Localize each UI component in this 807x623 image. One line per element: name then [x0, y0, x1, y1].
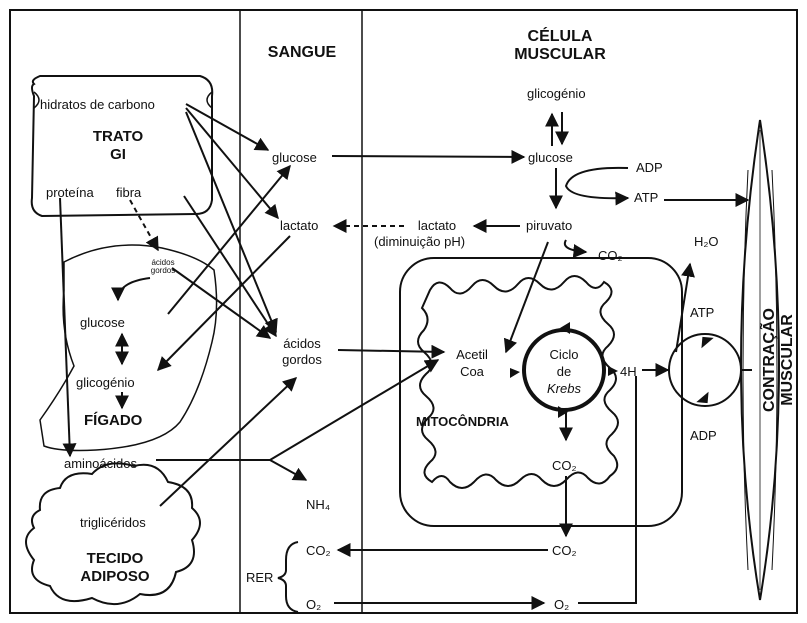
- krebs-label-line1: Ciclo: [534, 347, 594, 362]
- muscle-adp-label: ADP: [636, 160, 663, 175]
- hydrogen-4h-label: 4H: [620, 364, 637, 379]
- atp-cycle-label: ATP: [690, 305, 714, 320]
- muscle-h2o-label: H₂O: [694, 234, 719, 249]
- blood-o2-label: O₂: [306, 597, 321, 612]
- adipose-triglycerides-label: triglicéridos: [80, 515, 146, 530]
- blood-nh4-label: NH₄: [306, 497, 330, 512]
- gi-title-line2: GI: [78, 146, 158, 163]
- blood-rer-label: RER: [246, 570, 273, 585]
- blood-co2-label: CO₂: [306, 543, 331, 558]
- muscle-glucose-label: glucose: [528, 150, 573, 165]
- adp-cycle-label: ADP: [690, 428, 717, 443]
- muscle-lactate-label: lactato: [400, 218, 474, 233]
- gi-protein-label: proteína: [46, 185, 94, 200]
- mitochondria-co2-label: CO₂: [552, 458, 577, 473]
- contraction-label-line1: CONTRAÇÃO: [761, 300, 779, 420]
- muscle-header-line1: CÉLULA: [500, 28, 620, 46]
- muscle-o2-out-label: O₂: [554, 597, 569, 612]
- krebs-label-line2: de: [534, 364, 594, 379]
- muscle-glycogen-label: glicogénio: [527, 86, 586, 101]
- liver-title: FÍGADO: [84, 412, 142, 429]
- muscle-atp-label: ATP: [634, 190, 658, 205]
- acetyl-coa-line1: Acetil: [448, 347, 496, 362]
- mitochondria-title: MITOCÔNDRIA: [416, 414, 509, 429]
- muscle-header-line2: MUSCULAR: [490, 46, 630, 64]
- adipose-title-line2: ADIPOSO: [60, 568, 170, 585]
- liver-fatty-acids-line2: gordos: [146, 266, 180, 275]
- muscle-co2-label: CO₂: [598, 248, 623, 263]
- blood-header: SANGUE: [250, 44, 354, 62]
- liver-glycogen-label: glicogénio: [76, 375, 135, 390]
- adipose-title-line1: TECIDO: [60, 550, 170, 567]
- gi-title-line1: TRATO: [78, 128, 158, 145]
- liver-glucose-label: glucose: [80, 315, 125, 330]
- muscle-co2-out-label: CO₂: [552, 543, 577, 558]
- gi-carbs-label: hidratos de carbono: [40, 97, 155, 112]
- muscle-ph-label: (diminuição pH): [374, 234, 465, 249]
- contraction-label-line2: MUSCULAR: [779, 300, 797, 420]
- krebs-label-line3: Krebs: [534, 381, 594, 396]
- blood-lactate-label: lactato: [280, 218, 318, 233]
- gi-fiber-label: fibra: [116, 185, 141, 200]
- liver-amino-acids-label: aminoácidos: [64, 456, 137, 471]
- rer-brace: [278, 542, 298, 612]
- muscle-pyruvate-label: piruvato: [526, 218, 572, 233]
- blood-fatty-acids-line2: gordos: [270, 352, 334, 367]
- blood-fatty-acids-line1: ácidos: [270, 336, 334, 351]
- blood-glucose-label: glucose: [272, 150, 317, 165]
- acetyl-coa-line2: Coa: [448, 364, 496, 379]
